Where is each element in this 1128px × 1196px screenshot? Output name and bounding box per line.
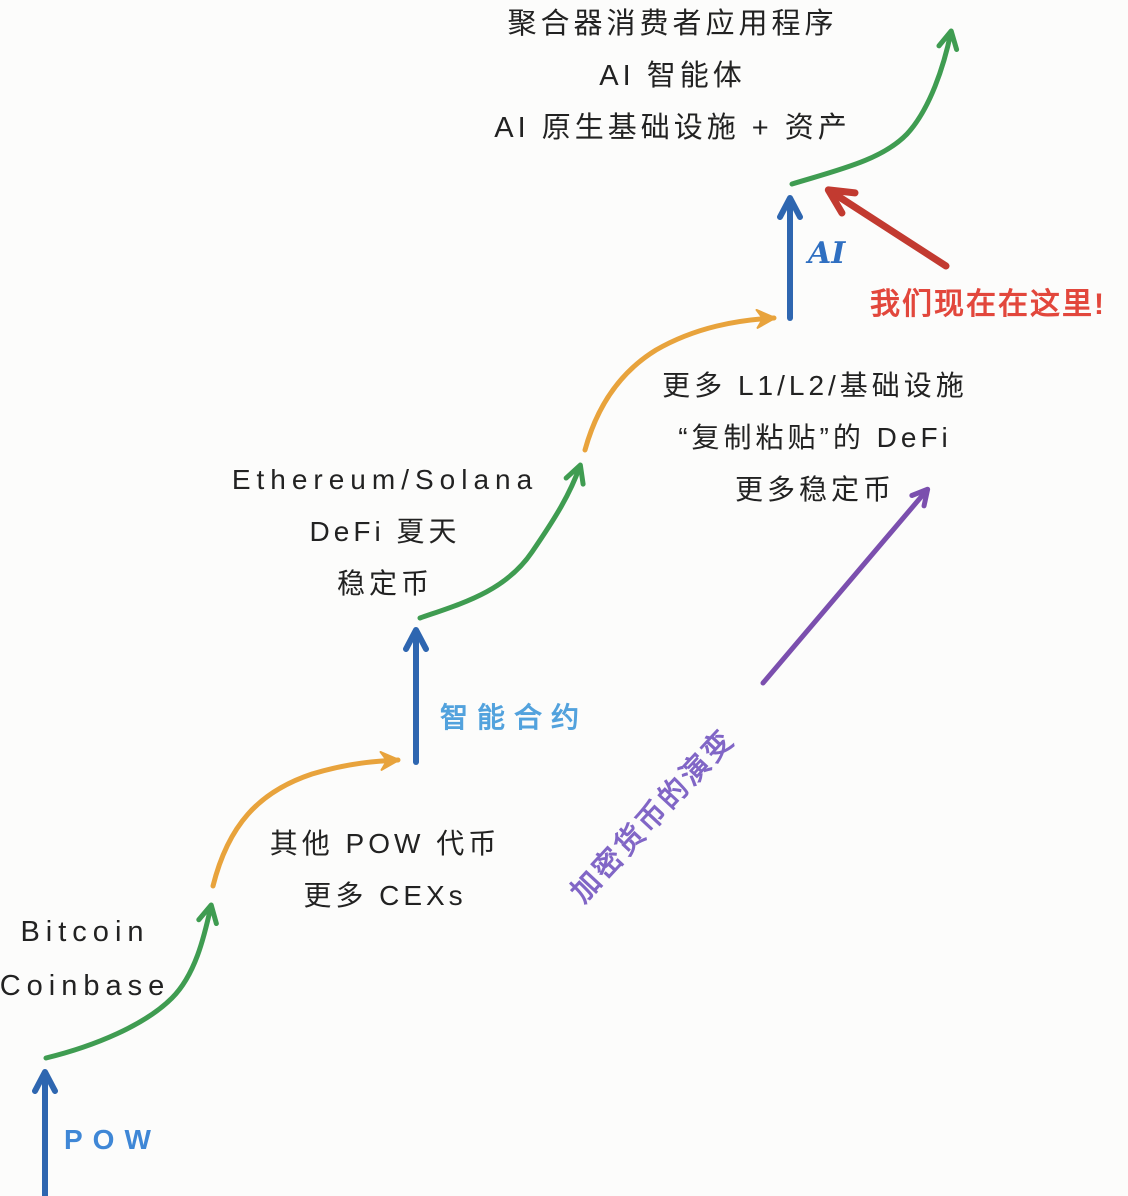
stage-pow-tokens-era-text: 其他 POW 代币 更多 CEXs — [225, 818, 545, 922]
stage-pow-line-1: Bitcoin — [20, 916, 150, 948]
transition-arrow-1 — [210, 750, 401, 889]
smart-contract-arrow-label: 智能合约 — [440, 702, 589, 733]
stage-l1l2-era-text: 更多 L1/L2/基础设施 “复制粘贴”的 DeFi 更多稳定币 — [615, 360, 1015, 516]
stage-ai-line-1: 聚合器消费者应用程序 — [507, 8, 838, 40]
stage-pow-era-text: Bitcoin Coinbase — [0, 905, 180, 1013]
growth-curve-2 — [417, 462, 586, 621]
stage-l1l2-line-3: 更多稳定币 — [734, 474, 895, 505]
stage-powtok-line-2: 更多 CEXs — [303, 880, 467, 911]
stage-eth-line-1: Ethereum/Solana — [231, 464, 539, 495]
stage-ai-line-3: AI 原生基础设施 + 资产 — [494, 112, 851, 144]
stage-pow-line-2: Coinbase — [0, 970, 171, 1002]
stage-l1l2-line-1: 更多 L1/L2/基础设施 — [662, 370, 968, 401]
growth-curve-1 — [43, 902, 219, 1061]
stage-ai-era-text: 聚合器消费者应用程序 AI 智能体 AI 原生基础设施 + 资产 — [400, 0, 945, 154]
stage-ai-line-2: AI 智能体 — [599, 60, 746, 92]
evolution-trend-arrow — [760, 486, 931, 686]
stage-l1l2-line-2: “复制粘贴”的 DeFi — [678, 422, 952, 453]
we-are-here-annotation: 我们现在在这里! — [870, 288, 1106, 321]
here-pointer-arrow — [824, 186, 950, 270]
pow-arrow-label: POW — [64, 1124, 161, 1155]
growth-curve-3 — [789, 28, 960, 187]
stage-eth-line-2: DeFi 夏天 — [309, 516, 461, 547]
stage-smart-contract-era-text: Ethereum/Solana DeFi 夏天 稳定币 — [205, 454, 565, 610]
stage-eth-line-3: 稳定币 — [336, 568, 433, 599]
ai-arrow-label: AI — [808, 236, 846, 271]
transition-arrow-2 — [582, 308, 777, 453]
stage-powtok-line-1: 其他 POW 代币 — [269, 828, 501, 859]
